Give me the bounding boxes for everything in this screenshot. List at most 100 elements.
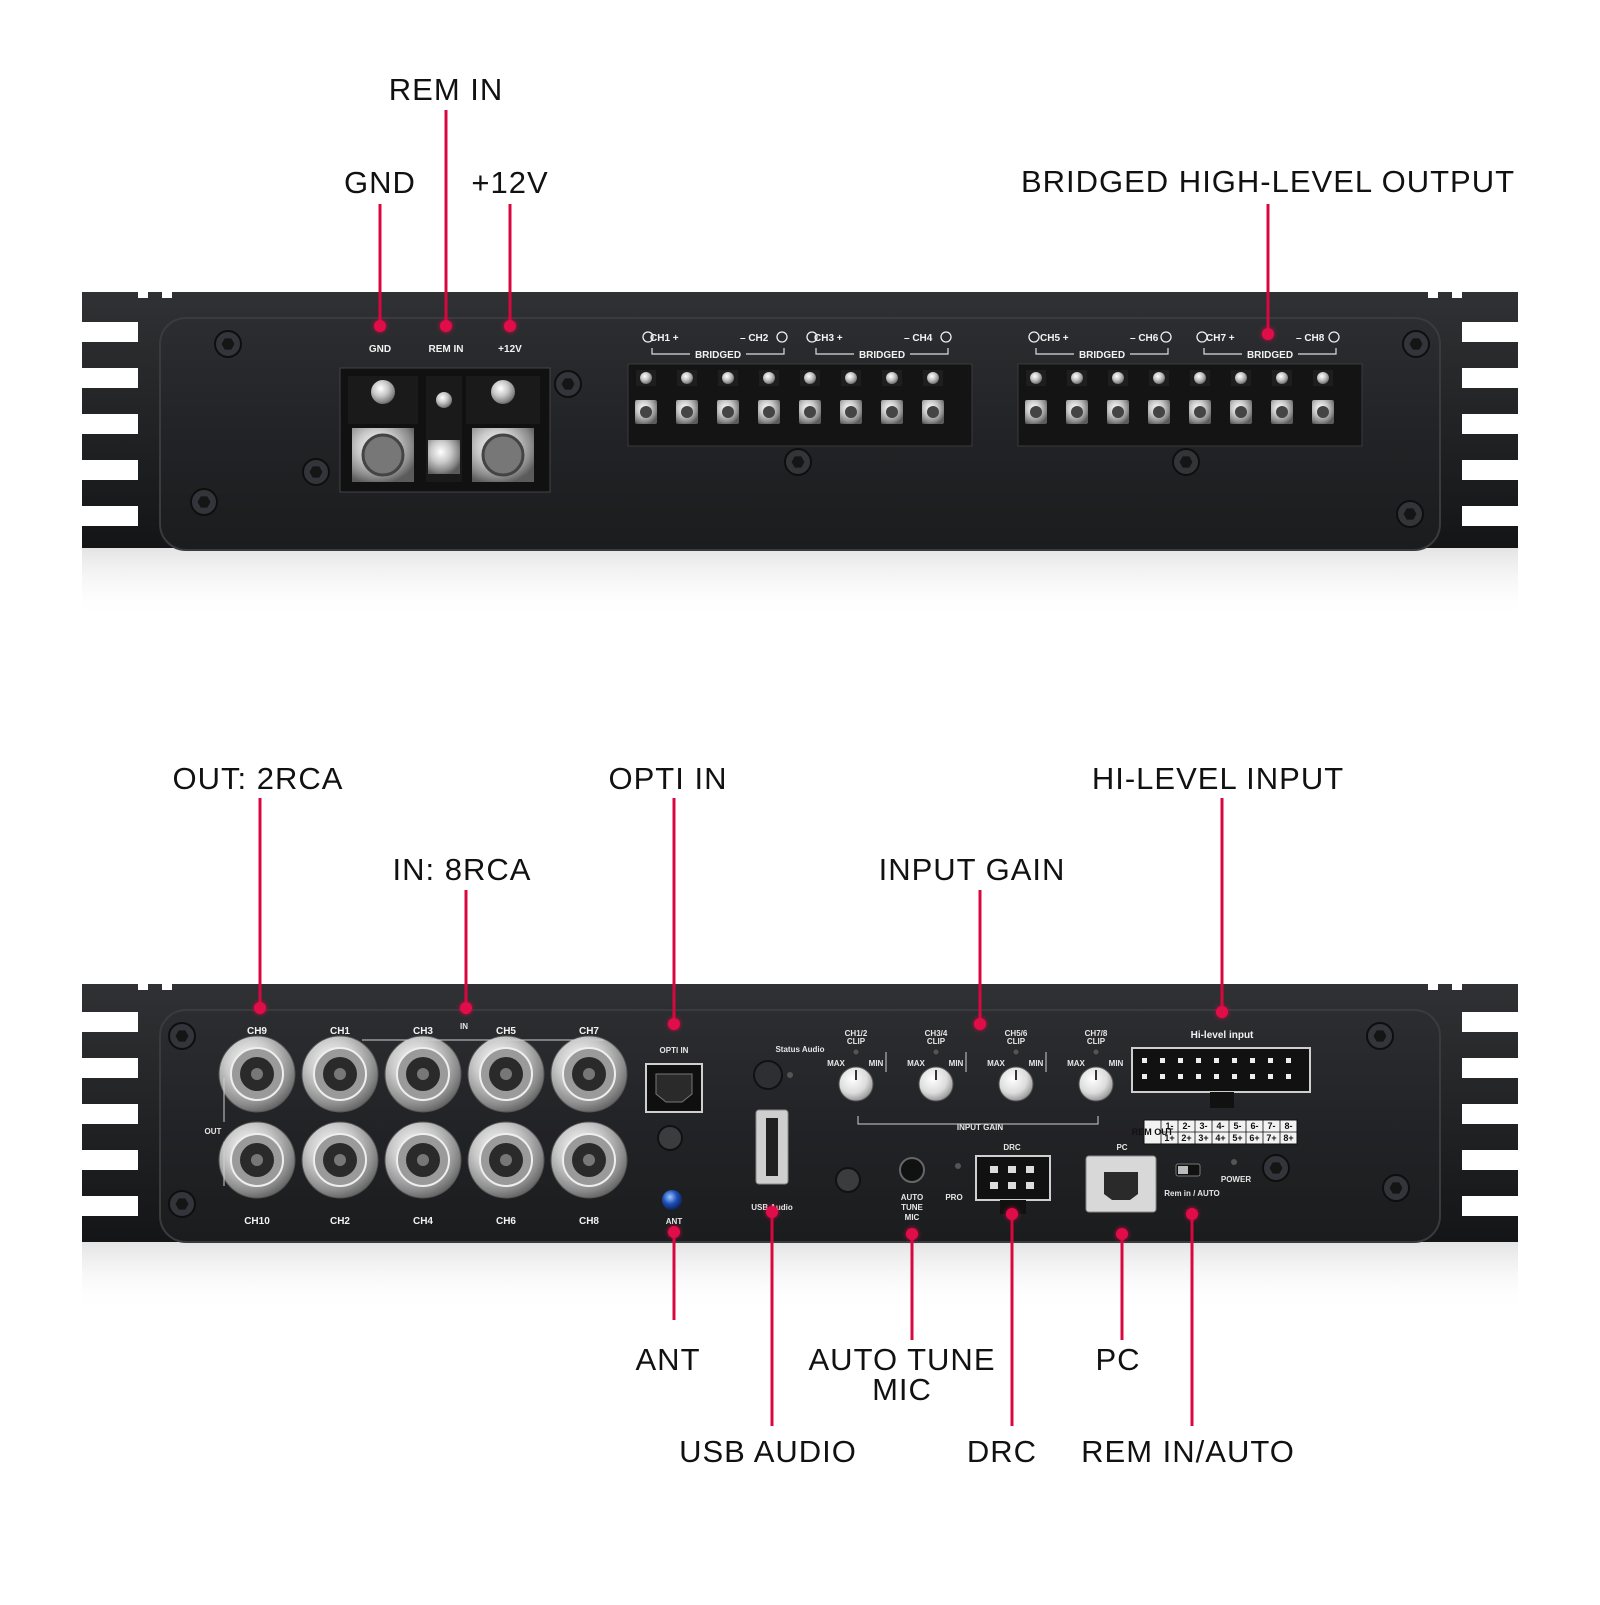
callout-input-gain: INPUT GAIN bbox=[879, 852, 1066, 887]
callout-opti-in: OPTI IN bbox=[609, 761, 728, 796]
pin-label: 2+ bbox=[1181, 1133, 1191, 1143]
pin-label: 5- bbox=[1233, 1121, 1241, 1131]
rca-label-in: IN bbox=[460, 1022, 468, 1031]
printed-pc: PC bbox=[1116, 1143, 1127, 1152]
rca-jack[interactable] bbox=[218, 1035, 296, 1113]
callout-bridged-output: BRIDGED HIGH-LEVEL OUTPUT bbox=[1021, 164, 1515, 199]
rca-jack[interactable] bbox=[467, 1121, 545, 1199]
top-screw-6 bbox=[1172, 448, 1200, 476]
rca-jack[interactable] bbox=[467, 1035, 545, 1113]
pin-label: 8+ bbox=[1283, 1133, 1293, 1143]
rca-label-ch5: CH5 bbox=[496, 1026, 516, 1037]
rem-out-label: REM OUT bbox=[1132, 1127, 1174, 1137]
rem-auto-switch: Rem in / AUTO POWER bbox=[1164, 1159, 1251, 1198]
callouts-top: GND REM IN +12V BRIDGED HIGH-LEVEL OUTPU… bbox=[344, 72, 1515, 340]
callout-usb-audio: USB AUDIO bbox=[679, 1434, 857, 1469]
speaker-terminal bbox=[676, 370, 698, 424]
callout-out-2rca: OUT: 2RCA bbox=[173, 761, 344, 796]
rca-label-ch10: CH10 bbox=[244, 1216, 270, 1227]
top-panel-reflection bbox=[82, 548, 1518, 618]
printed-mic: MIC bbox=[905, 1213, 920, 1222]
label-ch3: CH3 + bbox=[814, 333, 843, 344]
bottom-panel-reflection bbox=[82, 1242, 1518, 1312]
rca-jack[interactable] bbox=[218, 1121, 296, 1199]
speaker-terminal bbox=[1107, 370, 1129, 424]
rca-label-ch6: CH6 bbox=[496, 1216, 516, 1227]
printed-opti-in: OPTI IN bbox=[660, 1046, 689, 1055]
bottom-screw-1 bbox=[168, 1190, 196, 1218]
label-ch8: – CH8 bbox=[1296, 333, 1325, 344]
auto-tune-mic-jack: AUTO TUNE MIC PRO bbox=[899, 1157, 963, 1222]
top-left-fins bbox=[82, 322, 138, 526]
rca-label-ch7: CH7 bbox=[579, 1026, 599, 1037]
speaker-terminal-block-left bbox=[627, 363, 973, 447]
rca-jack[interactable] bbox=[550, 1121, 628, 1199]
channel-labels-top: CH1 + – CH2 CH3 + – CH4 CH5 + – CH6 CH7 … bbox=[642, 331, 1340, 361]
rca-label-ch4: CH4 bbox=[413, 1216, 433, 1227]
speaker-terminal bbox=[799, 370, 821, 424]
label-ch2: – CH2 bbox=[740, 333, 769, 344]
speaker-terminal bbox=[840, 370, 862, 424]
bottom-left-fins bbox=[82, 1012, 138, 1216]
rca-jack[interactable] bbox=[384, 1035, 462, 1113]
pin-label: 8- bbox=[1284, 1121, 1292, 1131]
max-label: MAX bbox=[827, 1059, 845, 1068]
printed-gnd: GND bbox=[369, 344, 391, 355]
callout-in-8rca: IN: 8RCA bbox=[393, 852, 532, 887]
label-ch6: – CH6 bbox=[1130, 333, 1159, 344]
printed-tune: TUNE bbox=[901, 1203, 923, 1212]
hi-level-input-connector: Hi-level input REM OUT1-2-3-4-5-6-7-8-1+… bbox=[1131, 1030, 1311, 1145]
speaker-terminal bbox=[1312, 370, 1334, 424]
bottom-right-fins bbox=[1462, 1012, 1518, 1216]
rca-label-ch1: CH1 bbox=[330, 1026, 350, 1037]
pin-label: 6- bbox=[1250, 1121, 1258, 1131]
callout-gnd: GND bbox=[344, 165, 416, 200]
pc-usb-b-port: PC bbox=[1085, 1143, 1157, 1213]
top-ridges bbox=[138, 292, 1462, 298]
pin-label: 6+ bbox=[1249, 1133, 1259, 1143]
rca-jack[interactable] bbox=[384, 1121, 462, 1199]
speaker-terminal bbox=[1189, 370, 1211, 424]
rca-label-ch9: CH9 bbox=[247, 1026, 267, 1037]
gain-channel-label: CH5/6 bbox=[1005, 1029, 1028, 1038]
callout-auto-tune: AUTO TUNE bbox=[809, 1342, 996, 1377]
label-bridged-2: BRIDGED bbox=[859, 350, 905, 361]
speaker-terminal bbox=[1148, 370, 1170, 424]
label-bridged-4: BRIDGED bbox=[1247, 350, 1293, 361]
pin-label: 7- bbox=[1267, 1121, 1275, 1131]
printed-auto: AUTO bbox=[901, 1193, 924, 1202]
clip-label: CLIP bbox=[927, 1037, 946, 1046]
printed-pro: PRO bbox=[945, 1193, 962, 1202]
callout-auto-tune-mic: MIC bbox=[872, 1372, 932, 1407]
drc-connector: DRC bbox=[975, 1143, 1051, 1214]
bottom-screw-4 bbox=[1262, 1154, 1290, 1182]
top-screw-4 bbox=[1402, 330, 1430, 358]
speaker-terminal bbox=[1230, 370, 1252, 424]
optical-input: OPTI IN bbox=[645, 1046, 703, 1151]
bottom-screw-0 bbox=[168, 1022, 196, 1050]
speaker-terminal-block-right bbox=[1017, 363, 1363, 447]
speaker-terminal bbox=[881, 370, 903, 424]
rca-jack[interactable] bbox=[550, 1035, 628, 1113]
bottom-screws bbox=[168, 1022, 1410, 1218]
rca-jack[interactable] bbox=[301, 1121, 379, 1199]
printed-status-audio: Status Audio bbox=[775, 1045, 824, 1054]
printed-hi-level-input: Hi-level input bbox=[1191, 1030, 1254, 1041]
bottom-screw-3 bbox=[1382, 1174, 1410, 1202]
printed-input-gain: INPUT GAIN bbox=[957, 1123, 1003, 1132]
max-label: MAX bbox=[1067, 1059, 1085, 1068]
rca-jacks bbox=[218, 1035, 628, 1199]
speaker-terminal bbox=[922, 370, 944, 424]
callouts-bottom: OUT: 2RCA IN: 8RCA OPTI IN INPUT GAIN HI… bbox=[173, 761, 1344, 1469]
callout-rem-in-auto: REM IN/AUTO bbox=[1081, 1434, 1295, 1469]
speaker-terminal bbox=[1271, 370, 1293, 424]
pin-label: 5+ bbox=[1232, 1133, 1242, 1143]
speaker-terminal bbox=[1025, 370, 1047, 424]
rca-jack[interactable] bbox=[301, 1035, 379, 1113]
printed-drc: DRC bbox=[1003, 1143, 1021, 1152]
